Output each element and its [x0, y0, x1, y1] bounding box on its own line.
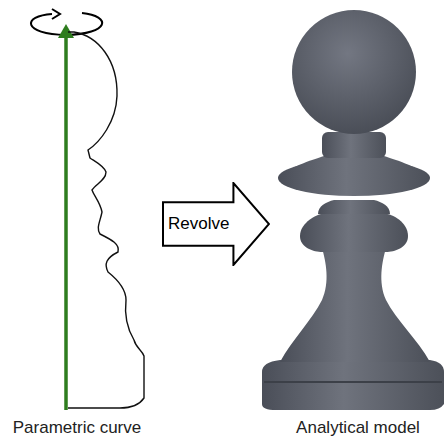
revolution-axis [58, 24, 74, 410]
caption-label: Parametric curve [13, 418, 141, 438]
profile-curve [68, 32, 144, 408]
caption-label: Analytical model [296, 418, 420, 438]
arrow-label: Revolve [168, 214, 229, 234]
revolve-arrow: Revolve [162, 182, 270, 266]
pawn-model [262, 10, 444, 410]
